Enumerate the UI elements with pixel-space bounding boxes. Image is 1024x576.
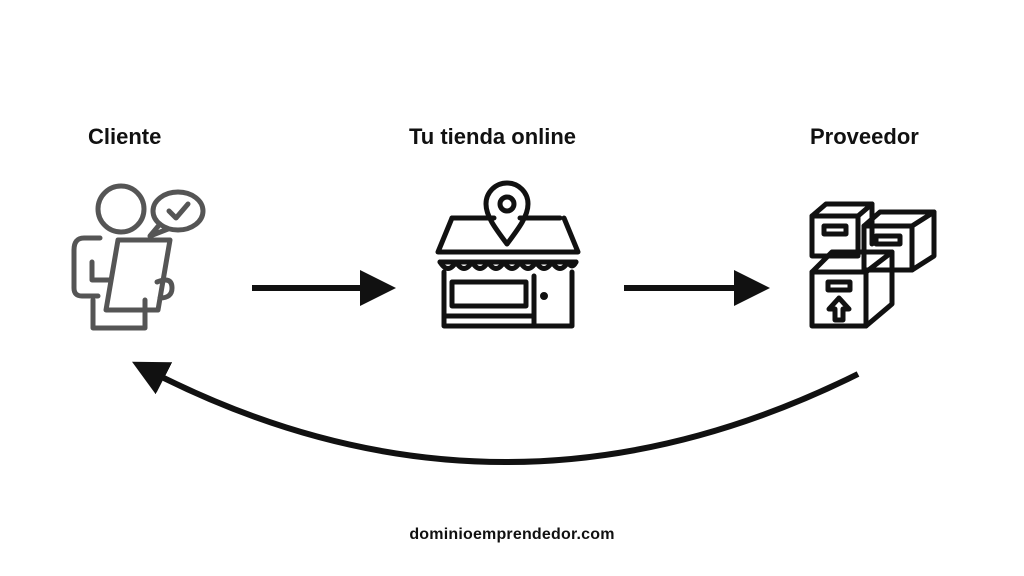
customer-checklist-icon: [71, 183, 206, 331]
node-label-tienda: Tu tienda online: [409, 124, 577, 149]
supplier-boxes-icon: [809, 201, 937, 329]
node-label-cliente: Cliente: [88, 124, 162, 149]
node-label-proveedor: Proveedor: [810, 124, 919, 149]
arrow-proveedor-to-cliente: [132, 361, 860, 465]
footer-domain: dominioemprendedor.com: [409, 526, 615, 543]
online-store-icon: [435, 180, 581, 329]
